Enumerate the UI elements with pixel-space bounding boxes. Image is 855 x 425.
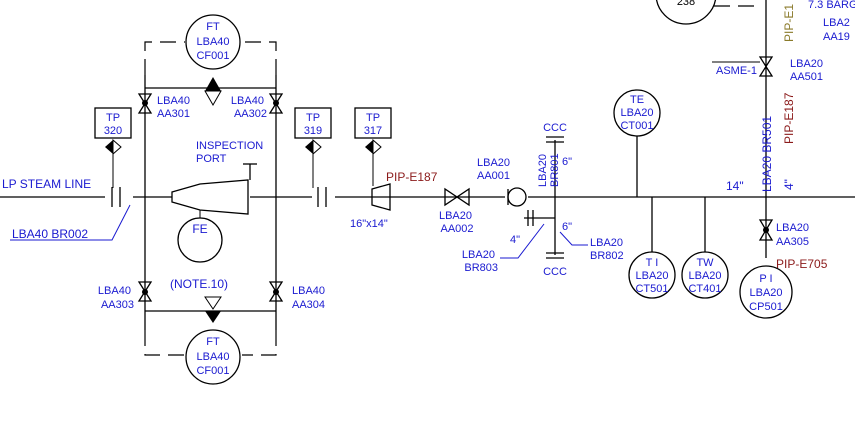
br801-label: LBA20 BR801 xyxy=(537,151,561,187)
inspection-port-label: INSPECTION PORT xyxy=(196,140,266,165)
tw-line2: CT401 xyxy=(688,283,721,295)
te-tag: TE xyxy=(630,94,644,106)
br803-label: LBA20 BR803 xyxy=(462,249,498,274)
pi-instrument: P I LBA20 CP501 xyxy=(739,265,793,319)
ti-line2: CT501 xyxy=(635,283,668,295)
valve-aa302-label: LBA40 AA302 xyxy=(231,95,267,120)
br002-leader xyxy=(10,204,131,241)
valve-aa19-label: LBA2 AA19 xyxy=(823,17,853,43)
tp320-num: 320 xyxy=(104,125,122,137)
reducer-symbol xyxy=(371,183,391,211)
impulse-bottom-left xyxy=(144,330,185,356)
valve-aa301-symbol xyxy=(137,93,153,114)
inspection-port-symbol xyxy=(243,163,257,180)
ti-instrument: T I LBA20 CT501 xyxy=(628,197,676,299)
valve-aa305-symbol xyxy=(758,219,774,241)
te-line1: LBA20 xyxy=(620,107,653,119)
size-14-label: 14" xyxy=(726,179,744,193)
pi-line1: LBA20 xyxy=(749,287,782,299)
tp319-tag: TP xyxy=(306,112,320,124)
check-valve-aa001-symbol xyxy=(507,187,527,207)
valve-aa002-symbol xyxy=(444,187,470,207)
branch-4in xyxy=(524,210,555,226)
valve-aa304-symbol xyxy=(268,281,284,302)
ft-top-line1: LBA40 xyxy=(196,36,229,48)
ft-bottom-line1: LBA40 xyxy=(196,351,229,363)
ft-bottom-instrument: FT LBA40 CF001 xyxy=(185,329,241,385)
br802-leader xyxy=(559,231,588,246)
tp320-tag: TP xyxy=(106,112,120,124)
impulse-top-left xyxy=(144,41,185,75)
ft-bottom-line2: CF001 xyxy=(196,365,229,377)
ti-tag: T I xyxy=(646,257,659,269)
pi-line2: CP501 xyxy=(749,301,783,313)
br002-label: LBA40 BR002 xyxy=(12,227,88,241)
size-6-bottom: 6" xyxy=(562,221,572,233)
tp317-num: 317 xyxy=(364,125,382,137)
lp-steam-line-label: LP STEAM LINE xyxy=(2,177,91,191)
size-4-vertical: 4" xyxy=(782,179,796,190)
fe-instrument: FE xyxy=(177,210,223,263)
ft-top-line2: CF001 xyxy=(196,50,229,62)
br501-label: LBA20 BR501 xyxy=(760,116,774,192)
fe-tag: FE xyxy=(192,222,207,236)
test-point-320: TP 320 xyxy=(94,107,132,188)
check-symbol-bottom xyxy=(204,296,222,323)
size-4-branch: 4" xyxy=(510,234,520,246)
ccc-cap-top xyxy=(546,136,564,143)
valve-aa303-label: LBA40 AA303 xyxy=(98,285,134,311)
ccc-bottom-label: CCC xyxy=(543,266,567,278)
te-instrument: TE LBA20 CT001 xyxy=(613,89,661,197)
ti-line1: LBA20 xyxy=(635,270,668,282)
reducer-label: 16"x14" xyxy=(350,218,388,230)
ft-top-instrument: FT LBA40 CF001 xyxy=(185,14,241,70)
impulse-top-right xyxy=(242,41,277,75)
valve-aa001-label: LBA20 AA001 xyxy=(477,157,513,182)
impulse-bottom-right xyxy=(242,330,277,356)
pip-e187-vertical-label: PIP-E187 xyxy=(782,92,796,144)
valve-aa501-label: LBA20 AA501 xyxy=(790,58,826,83)
top-bubble-238: 238 xyxy=(655,0,757,25)
tp319-num: 319 xyxy=(304,125,322,137)
valve-aa303-symbol xyxy=(137,281,153,302)
pi-tag: P I xyxy=(759,273,772,285)
valve-aa002-label: LBA20 AA002 xyxy=(439,210,475,235)
top-right-barg: 7.3 BARG xyxy=(808,0,855,11)
ft-bottom-tag: FT xyxy=(206,336,220,348)
flow-element-venturi xyxy=(171,179,249,215)
valve-aa501-symbol xyxy=(758,56,774,77)
ft-top-tag: FT xyxy=(206,21,220,33)
flange-319 xyxy=(317,187,327,207)
top-bubble-label: 238 xyxy=(677,0,695,8)
test-point-319: TP 319 xyxy=(294,107,332,188)
valve-aa305-label: LBA20 AA305 xyxy=(776,222,812,248)
flange-inlet xyxy=(111,187,121,207)
pip-e187-main-label: PIP-E187 xyxy=(386,170,438,184)
check-symbol-top xyxy=(204,77,222,107)
br802-label: LBA20 BR802 xyxy=(590,237,626,262)
test-point-317: TP 317 xyxy=(354,107,392,186)
ccc-cap-bottom xyxy=(546,252,564,259)
asme-label: ASME-1 xyxy=(716,65,757,77)
note10-label: (NOTE.10) xyxy=(170,277,228,291)
valve-aa302-symbol xyxy=(268,93,284,114)
br803-leader xyxy=(500,223,545,259)
valve-aa304-label: LBA40 AA304 xyxy=(292,285,328,311)
tw-tag: TW xyxy=(696,257,714,269)
ccc-top-label: CCC xyxy=(543,122,567,134)
pip-e705-label: PIP-E705 xyxy=(776,257,828,271)
size-6-top: 6" xyxy=(562,156,572,168)
pip-e1-top-label: PIP-E1 xyxy=(782,4,796,42)
tw-line1: LBA20 xyxy=(688,270,721,282)
valve-aa301-label: LBA40 AA301 xyxy=(157,95,193,120)
te-line2: CT001 xyxy=(620,120,653,132)
tp317-tag: TP xyxy=(366,112,380,124)
tw-instrument: TW LBA20 CT401 xyxy=(681,197,729,299)
